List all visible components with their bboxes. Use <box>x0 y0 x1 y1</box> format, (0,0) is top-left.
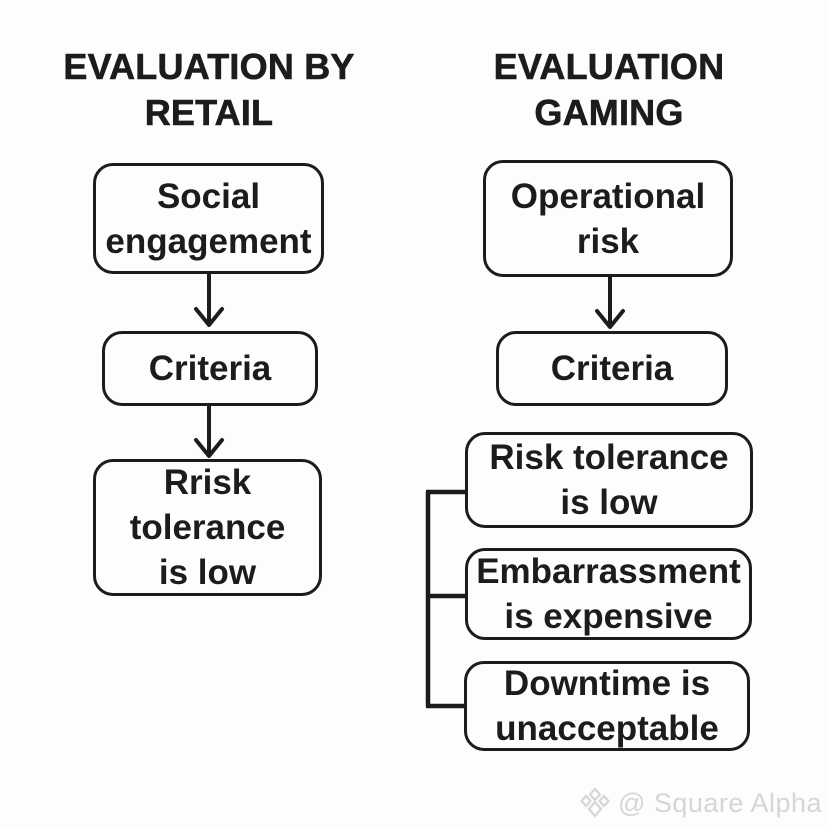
node-embarrassment-label: Embarrassment is expensive <box>476 552 741 636</box>
diamond-gem-icon <box>579 787 610 818</box>
watermark-handle: @ Square Alpha <box>617 787 822 818</box>
node-risk-tolerance-right-label: Risk tolerance is low <box>489 438 729 522</box>
arrow-down-icon <box>194 403 224 458</box>
node-embarrassment: Embarrassment is expensive <box>465 548 752 640</box>
node-risk-tolerance-left-label: Rrisk tolerance is low <box>129 463 286 592</box>
node-criteria-right: Criteria <box>496 331 728 406</box>
left-column-title: EVALUATION BY RETAIL <box>63 46 355 134</box>
arrow-down-icon <box>194 272 224 327</box>
node-criteria-right-label: Criteria <box>550 349 674 388</box>
right-column-title: EVALUATION GAMING <box>493 46 725 134</box>
node-risk-tolerance-left: Rrisk tolerance is low <box>93 459 322 596</box>
watermark: @ Square Alpha <box>579 786 822 820</box>
bracket-connector <box>425 489 469 709</box>
node-risk-tolerance-right: Risk tolerance is low <box>465 432 753 528</box>
node-downtime: Downtime is unacceptable <box>464 661 750 751</box>
node-operational-risk: Operational risk <box>483 160 733 277</box>
arrow-down-icon <box>595 274 625 329</box>
node-criteria-left: Criteria <box>102 331 318 406</box>
node-social-engagement-label: Social engagement <box>105 176 312 261</box>
node-social-engagement: Social engagement <box>93 163 324 274</box>
node-criteria-left-label: Criteria <box>148 349 272 388</box>
node-downtime-label: Downtime is unacceptable <box>495 664 719 748</box>
node-operational-risk-label: Operational risk <box>510 176 706 261</box>
